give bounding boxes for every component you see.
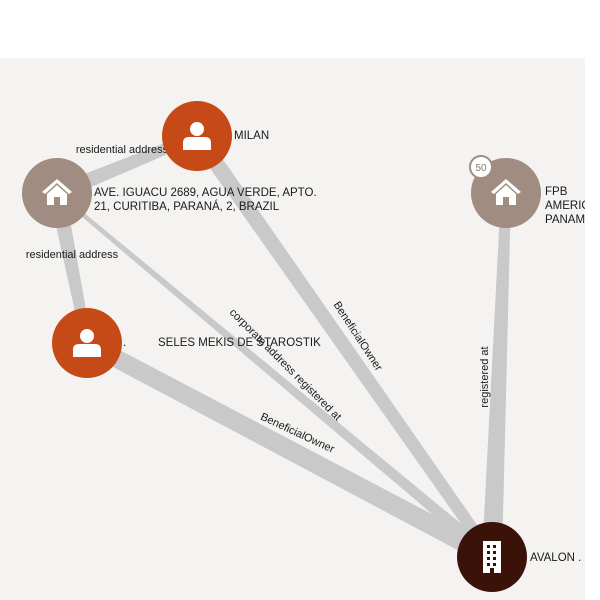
- node-label-fpb: PANAM: [545, 214, 585, 226]
- edge-fpb-avalon[interactable]: [482, 192, 511, 558]
- count-badge: 50: [469, 155, 493, 179]
- edge-milan-avalon[interactable]: [190, 131, 497, 561]
- edge-ave-seles[interactable]: [49, 191, 92, 344]
- node-milan[interactable]: MILAN: [162, 101, 269, 171]
- node-label-seles: SELES MEKIS DE STAROSTIK: [158, 337, 321, 349]
- house-icon: [42, 179, 72, 205]
- node-label-ave: 21, CURITIBA, PARANÁ, 2, BRAZIL: [94, 200, 280, 213]
- node-label-milan: MILAN: [234, 130, 269, 142]
- node-label-ave: AVE. IGUACU 2689, AGUA VERDE, APTO.: [94, 187, 317, 199]
- person-icon: [183, 122, 211, 150]
- building-icon: [483, 541, 501, 573]
- edge-ave-avalon[interactable]: [55, 191, 496, 562]
- house-icon: [491, 179, 521, 205]
- edge-label-fpb-avalon: registered at: [479, 346, 491, 407]
- node-label-fpb: AMERIC: [545, 200, 585, 212]
- node-label-fpb: FPB: [545, 186, 568, 198]
- node-ave[interactable]: AVE. IGUACU 2689, AGUA VERDE, APTO.21, C…: [22, 158, 317, 228]
- node-seles[interactable]: . SELES MEKIS DE STAROSTIK: [52, 308, 321, 378]
- edge-label-ave-seles: residential address: [26, 249, 119, 261]
- node-dot: .: [123, 337, 126, 349]
- edge-label-ave-milan: residential address: [76, 144, 169, 156]
- person-icon: [73, 329, 101, 357]
- node-avalon[interactable]: AVALON .: [457, 522, 581, 592]
- edge-seles-avalon[interactable]: [82, 335, 497, 566]
- count-badge-label: 50: [475, 163, 487, 174]
- node-label-avalon: AVALON .: [530, 552, 581, 564]
